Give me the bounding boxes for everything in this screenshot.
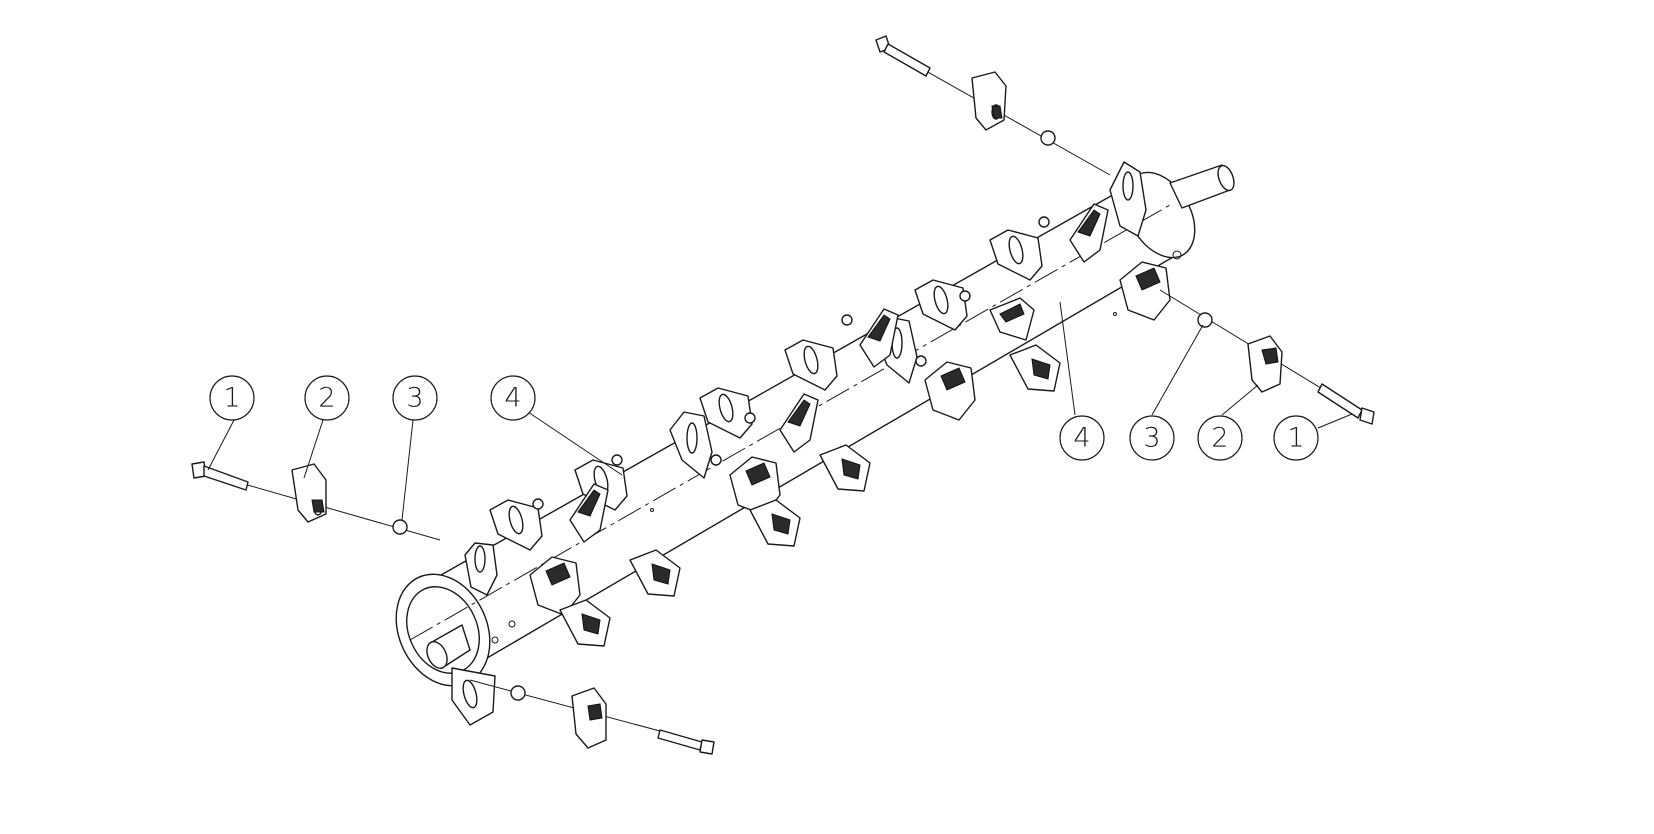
exploded-hardware-top <box>875 35 1111 176</box>
callout-4-left: 4 <box>490 375 536 421</box>
callout-label: 3 <box>1143 423 1160 454</box>
callout-4-right: 4 <box>1059 415 1105 461</box>
upper-mounting-lugs <box>464 161 1147 596</box>
callout-label: 4 <box>1073 423 1090 454</box>
callout-label: 4 <box>504 383 521 414</box>
exploded-hardware-left <box>191 461 441 541</box>
callout-2-right: 2 <box>1197 415 1243 461</box>
callout-1-right: 1 <box>1273 415 1319 461</box>
callout-3-right: 3 <box>1129 415 1175 461</box>
lower-knife-holders <box>529 261 1171 647</box>
exploded-hardware-right <box>1159 289 1375 425</box>
callout-label: 1 <box>223 383 240 414</box>
callout-label: 3 <box>406 383 423 414</box>
leader-lines <box>207 301 1353 521</box>
callout-label: 2 <box>318 383 335 414</box>
callout-1-left: 1 <box>209 375 255 421</box>
callout-label: 1 <box>1287 423 1304 454</box>
exploded-hardware-bottom <box>469 679 715 755</box>
callout-2-left: 2 <box>304 375 350 421</box>
rotor-shaft <box>395 164 1235 726</box>
rotor-knives <box>569 203 1109 543</box>
callout-label: 2 <box>1211 423 1228 454</box>
callout-3-left: 3 <box>392 375 438 421</box>
